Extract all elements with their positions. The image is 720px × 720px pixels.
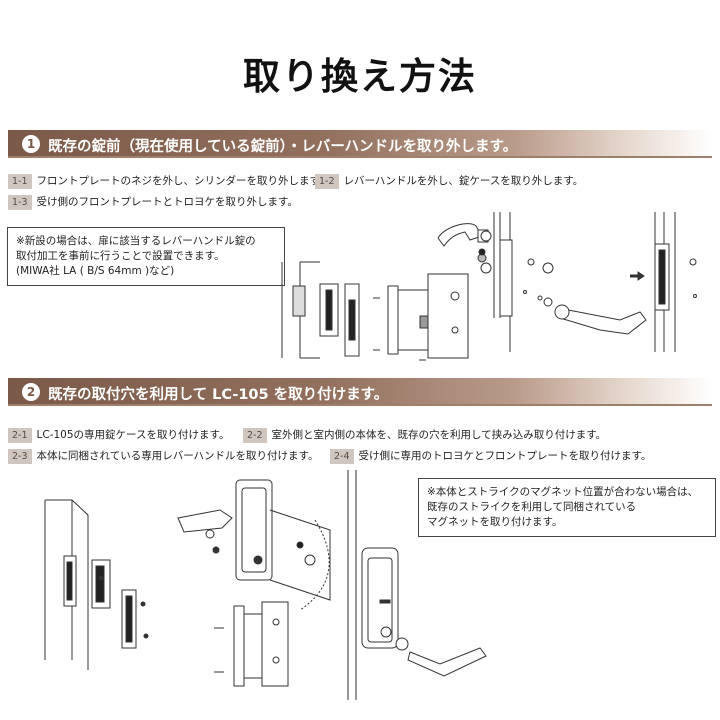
note-section-1: ※新設の場合は、扉に該当するレバーハンドル錠の 取付加工を事前に行うことで設置で… <box>7 227 285 286</box>
section-2-heading: 既存の取付穴を利用して LC-105 を取り付けます。 <box>48 387 389 403</box>
section-2-number: 2 <box>22 383 40 401</box>
section-1-number: 1 <box>22 135 40 153</box>
section-2-header: 2 既存の取付穴を利用して LC-105 を取り付けます。 <box>8 378 712 406</box>
section-1-header: 1 既存の錠前（現在使用している錠前）・レバーハンドルを取り外します。 <box>8 130 712 158</box>
note-section-2: ※本体とストライクのマグネット位置が合わない場合は、 既存のストライクを利用して… <box>418 478 716 537</box>
page-title: 取り換え方法 <box>243 55 477 98</box>
section-1-heading: 既存の錠前（現在使用している錠前）・レバーハンドルを取り外します。 <box>48 139 518 155</box>
